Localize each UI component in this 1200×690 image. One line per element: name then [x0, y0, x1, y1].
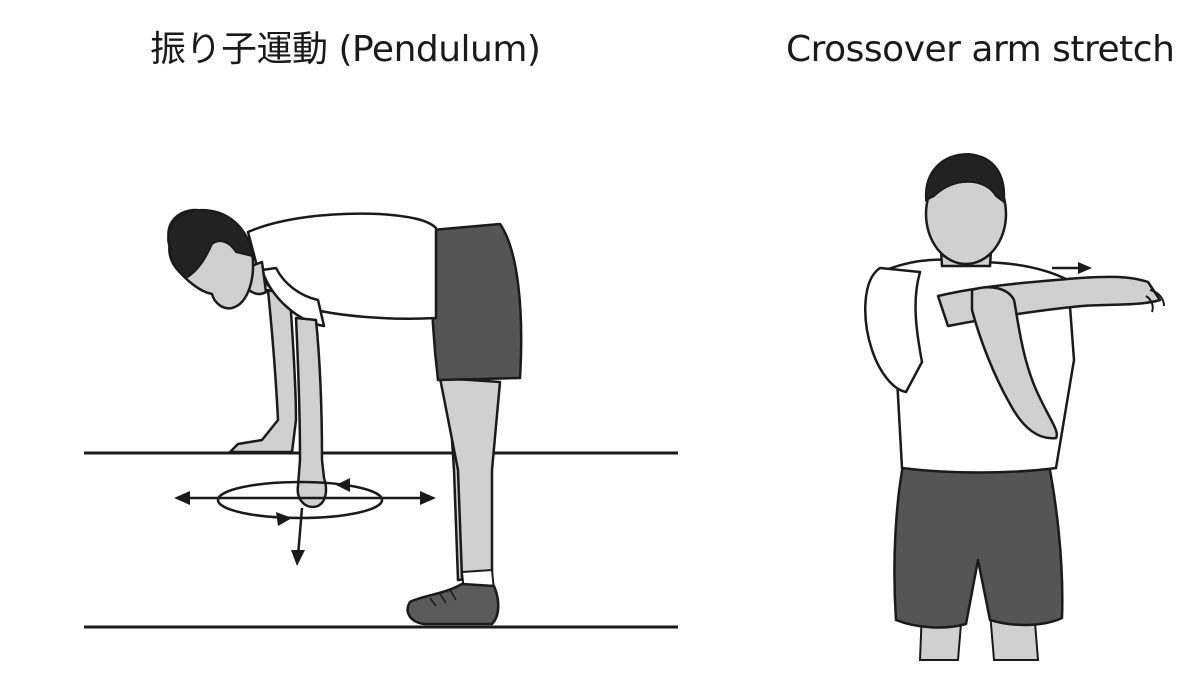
shorts: [893, 458, 1064, 629]
hair: [167, 208, 254, 280]
left-shoulder: [864, 266, 924, 394]
pendulum-illustration: [84, 208, 678, 629]
shorts: [430, 222, 523, 382]
hanging-arm: [294, 316, 328, 509]
support-arm: [228, 288, 298, 454]
circle-arrow-head-bottom: [276, 512, 292, 526]
swing-arrow-vertical: [296, 507, 304, 557]
crossover-title: Crossover arm stretch: [786, 29, 1175, 70]
shoe: [406, 582, 500, 626]
pendulum-panel: 振り子運動 (Pendulum): [84, 29, 678, 629]
holding-arm: [970, 286, 1059, 440]
sleeve: [260, 266, 326, 328]
hair: [924, 152, 1006, 204]
circle-arrow-head-top: [336, 478, 350, 492]
crossover-panel: Crossover arm stretch: [690, 0, 1200, 690]
crossover-illustration: [864, 152, 1165, 661]
pendulum-title: 振り子運動 (Pendulum): [150, 29, 541, 70]
front-leg: [438, 376, 502, 580]
